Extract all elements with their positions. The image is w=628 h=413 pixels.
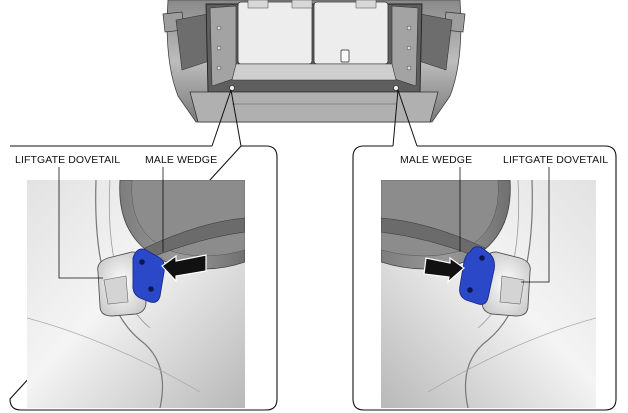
- label-male-wedge-left: MALE WEDGE: [145, 154, 217, 166]
- arrow-left: [161, 254, 207, 283]
- detail-pointer-lines: [211, 89, 418, 147]
- vehicle-rear-view: [162, 0, 466, 123]
- right-detail-panel: MALE WEDGE LIFTGATE DOVETAIL: [352, 145, 617, 411]
- label-liftgate-dovetail-left: LIFTGATE DOVETAIL: [15, 154, 120, 166]
- leader-dovetail-left: [58, 167, 103, 279]
- left-detail-panel: LIFTGATE DOVETAIL MALE WEDGE: [9, 145, 278, 411]
- label-male-wedge-right: MALE WEDGE: [400, 154, 472, 166]
- leader-dovetail-right: [521, 167, 550, 283]
- label-liftgate-dovetail-right: LIFTGATE DOVETAIL: [503, 154, 608, 166]
- right-detail-illustration: [381, 180, 596, 408]
- left-detail-illustration: [27, 180, 245, 408]
- arrow-right: [423, 256, 465, 284]
